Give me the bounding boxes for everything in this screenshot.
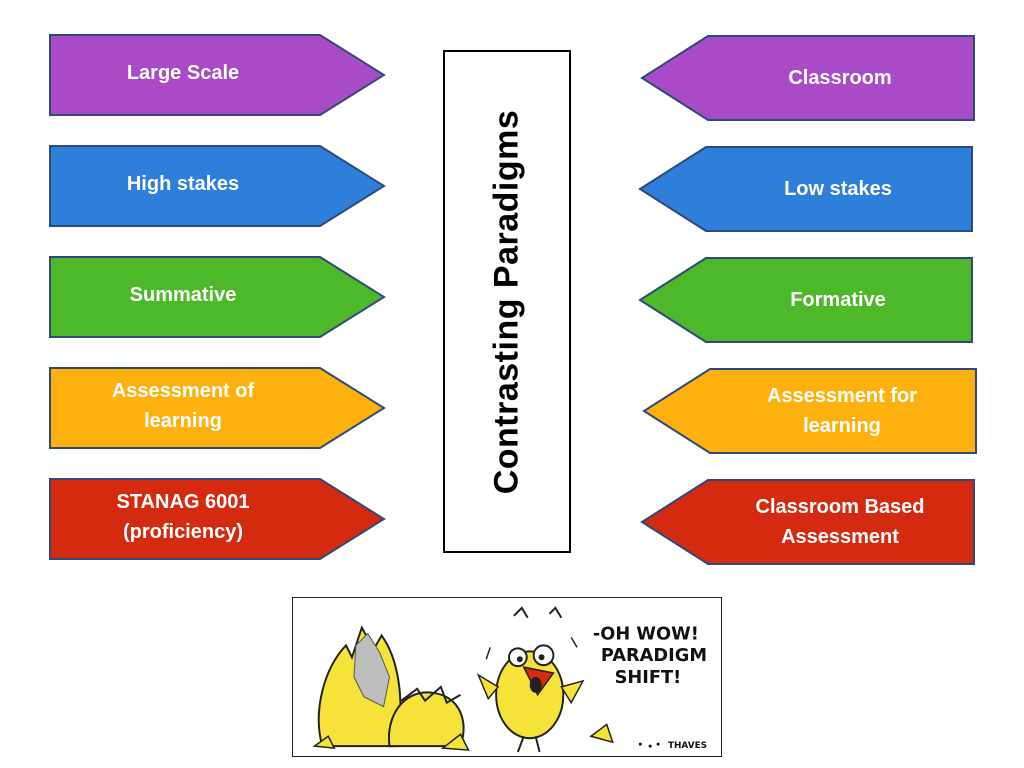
left-arrow-stanag: STANAG 6001 (proficiency) bbox=[48, 477, 388, 561]
cartoon-signature: THAVES bbox=[668, 741, 707, 751]
arrow-label: STANAG 6001 (proficiency) bbox=[116, 491, 250, 543]
arrow-label: High stakes bbox=[126, 173, 240, 195]
right-arrow-classroom: Classroom bbox=[638, 34, 978, 122]
arrow-shape bbox=[638, 146, 973, 232]
arrow-label: Formative bbox=[790, 289, 886, 311]
arrow-label: Classroom Based Assessment bbox=[755, 496, 925, 548]
right-arrow-low-stakes: Low stakes bbox=[636, 145, 976, 233]
left-arrow-summative: Summative bbox=[48, 255, 388, 339]
speech-line-1: -OH WOW! bbox=[593, 624, 699, 644]
arrow-label: Classroom bbox=[788, 67, 892, 89]
right-arrow-assessment-for-learning: Assessment for learning bbox=[640, 367, 980, 455]
arrow-shape bbox=[49, 367, 386, 449]
chick-icon bbox=[476, 606, 614, 753]
left-arrow-assessment-of-learning: Assessment of learning bbox=[48, 366, 388, 450]
arrow-shape bbox=[640, 479, 975, 565]
arrow-shape bbox=[640, 35, 975, 121]
right-arrow-formative: Formative bbox=[636, 256, 976, 344]
left-arrow-high-stakes: High stakes bbox=[48, 144, 388, 228]
left-arrow-large-scale: Large Scale bbox=[48, 33, 388, 117]
arrow-label: Large Scale bbox=[126, 62, 240, 84]
speech-line-3: SHIFT! bbox=[615, 668, 682, 688]
arrow-shape bbox=[642, 368, 977, 454]
cartoon-drawing: -OH WOW! PARADIGM SHIFT! THAVES bbox=[312, 606, 707, 753]
title-box: Contrasting Paradigms bbox=[443, 50, 571, 553]
arrow-label: Summative bbox=[129, 284, 237, 306]
arrow-shape bbox=[638, 257, 973, 343]
paradigm-shift-cartoon: -OH WOW! PARADIGM SHIFT! THAVES bbox=[292, 597, 722, 757]
arrow-shape bbox=[49, 145, 386, 227]
right-arrow-classroom-based-assessment: Classroom Based Assessment bbox=[638, 478, 978, 566]
arrow-shape bbox=[49, 478, 386, 560]
arrow-shape bbox=[49, 256, 386, 338]
page-title: Contrasting Paradigms bbox=[487, 109, 526, 494]
arrow-label: Assessment of learning bbox=[111, 380, 255, 432]
broken-egg-icon bbox=[312, 625, 470, 751]
arrow-label: Assessment for learning bbox=[766, 385, 918, 437]
arrow-shape bbox=[49, 34, 386, 116]
speech-line-2: PARADIGM bbox=[601, 646, 707, 666]
arrow-label: Low stakes bbox=[784, 178, 892, 200]
